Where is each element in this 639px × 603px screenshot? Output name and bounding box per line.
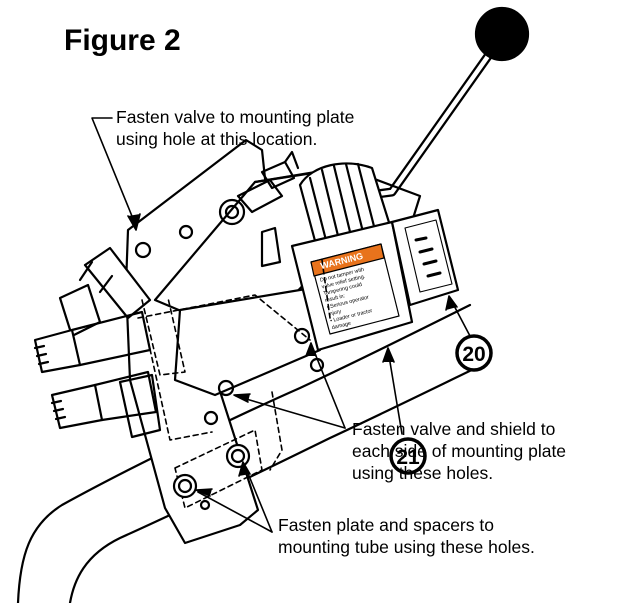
part-number-20: 20 — [462, 343, 485, 366]
figure-title: Figure 2 — [64, 24, 181, 57]
valve-shield-hole-left — [217, 379, 235, 397]
hydraulic-fittings — [33, 150, 300, 439]
leader-shield-hole-left — [235, 395, 346, 429]
control-lever — [357, 6, 530, 201]
warning-line: injury — [328, 309, 342, 318]
leader-top-hole — [91, 117, 137, 227]
lever-knob — [474, 6, 530, 62]
callout-valve-mount-hole: Fasten valve to mounting plate using hol… — [116, 107, 355, 149]
leader-tube-hole-right — [244, 465, 273, 533]
warning-decal — [310, 243, 400, 335]
part-balloon-20 — [455, 334, 493, 372]
callout-tube-mount-holes: Fasten plate and spacers to mounting tub… — [278, 515, 535, 557]
leader-tube-hole-left — [197, 491, 273, 533]
part-balloon-21 — [389, 437, 427, 475]
hidden-lines — [137, 259, 331, 509]
part-number-21: 21 — [396, 446, 420, 469]
valve-mount-hole-top — [134, 241, 152, 259]
shield-21 — [290, 220, 414, 352]
valve-body — [153, 166, 422, 426]
warning-line: result in: — [325, 293, 346, 304]
valve-shield-hole-right — [293, 327, 311, 345]
leader-shield-hole-right — [311, 345, 346, 429]
leader-part-21 — [387, 349, 403, 435]
warning-line: damage — [331, 321, 351, 332]
leader-lines — [91, 117, 471, 533]
shield-20 — [390, 208, 460, 307]
callout-valve-shield-holes: Fasten valve and shield to each side of … — [352, 419, 567, 483]
